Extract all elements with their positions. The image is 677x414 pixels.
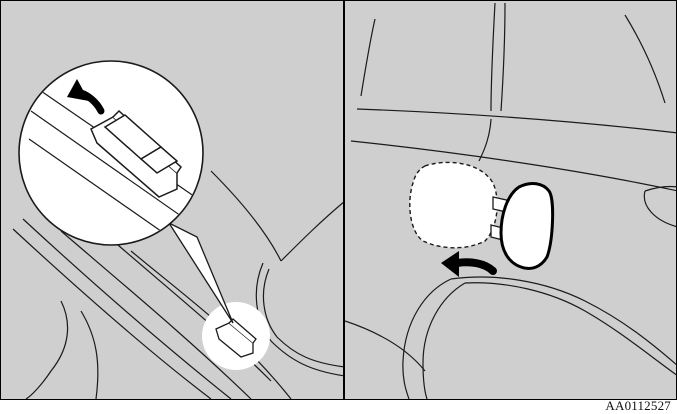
left-panel-release-lever (0, 0, 344, 400)
right-panel-fuel-door (344, 0, 677, 400)
open-direction-arrow-icon (441, 251, 493, 277)
closed-fuel-door-outline (410, 162, 497, 247)
right-panel-drawing (345, 1, 677, 400)
open-fuel-door (501, 184, 553, 269)
figure-code: AA0112527 (605, 398, 671, 414)
left-panel-drawing (1, 1, 344, 400)
